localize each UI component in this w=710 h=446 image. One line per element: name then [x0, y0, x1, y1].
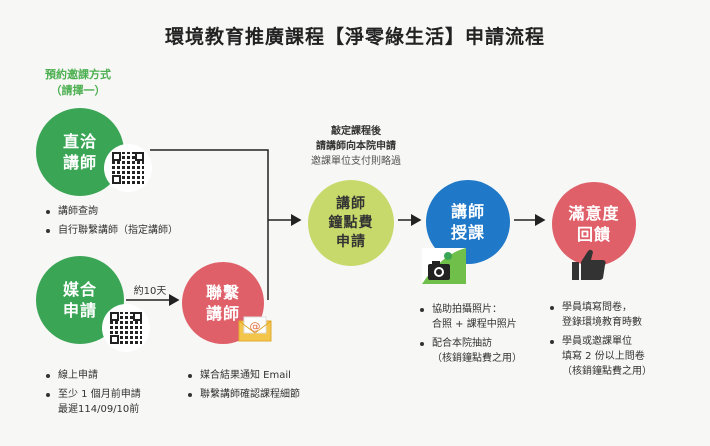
contact-lecturer-list: 媒合結果通知 Email 聯繫講師確認課程細節 [188, 368, 348, 406]
points-note-line2: 請講師向本院申請 [316, 141, 396, 152]
node-lecturer-fee: 講師 鐘點費 申請 [308, 180, 394, 266]
email-envelope-icon: @ [238, 316, 272, 342]
points-note-line1: 敲定課程後 [331, 126, 381, 137]
points-note-line3: 邀課單位支付則略過 [311, 156, 401, 167]
node-match-application: 媒合 申請 [36, 256, 124, 344]
list-item: 配合本院抽訪 （核銷鐘點費之用） [420, 336, 560, 366]
camera-icon [418, 244, 470, 288]
list-item: 媒合結果通知 Email [188, 368, 348, 383]
booking-subheading-text: （請擇一） [50, 84, 106, 97]
qr-code-icon [104, 306, 148, 350]
booking-heading-text: 預約邀課方式 [45, 68, 111, 81]
teaching-list: 協助拍攝照片： 合照 + 課程中照片 配合本院抽訪 （核銷鐘點費之用） [420, 302, 560, 370]
list-item: 自行聯繫講師（指定講師） [46, 223, 246, 238]
list-item: 學員填寫問卷， 登錄環境教育時數 [550, 300, 700, 330]
points-note: 敲定課程後 請講師向本院申請 邀課單位支付則略過 [288, 124, 424, 169]
list-item: 線上申請 [46, 368, 246, 383]
list-item: 協助拍攝照片： 合照 + 課程中照片 [420, 302, 560, 332]
thumbs-up-icon [570, 248, 608, 282]
node-direct-contact: 直洽 講師 [36, 108, 124, 196]
qr-code-icon [106, 146, 150, 190]
list-item: 講師查詢 [46, 204, 246, 219]
match-application-list: 線上申請 至少 1 個月前申請 最遲114/09/10前 [46, 368, 246, 421]
direct-contact-list: 講師查詢 自行聯繫講師（指定講師） [46, 204, 246, 242]
connector-direct [150, 149, 269, 220]
node-satisfaction-feedback: 滿意度 回饋 [552, 182, 636, 266]
list-item: 聯繫講師確認課程細節 [188, 387, 348, 402]
list-item: 學員或邀課單位 填寫 2 份以上問卷 （核銷鐘點費之用） [550, 334, 700, 379]
booking-heading: 預約邀課方式 （請擇一） [28, 66, 128, 98]
page-title: 環境教育推廣課程【淨零綠生活】申請流程 [164, 26, 545, 48]
arrow-label-days: 約10天 [133, 286, 167, 297]
feedback-list: 學員填寫問卷， 登錄環境教育時數 學員或邀課單位 填寫 2 份以上問卷 （核銷鐘… [550, 300, 700, 383]
node-lecturer-teaching: 講師 授課 [426, 180, 510, 264]
svg-text:@: @ [250, 320, 261, 333]
list-item: 至少 1 個月前申請 最遲114/09/10前 [46, 387, 246, 417]
